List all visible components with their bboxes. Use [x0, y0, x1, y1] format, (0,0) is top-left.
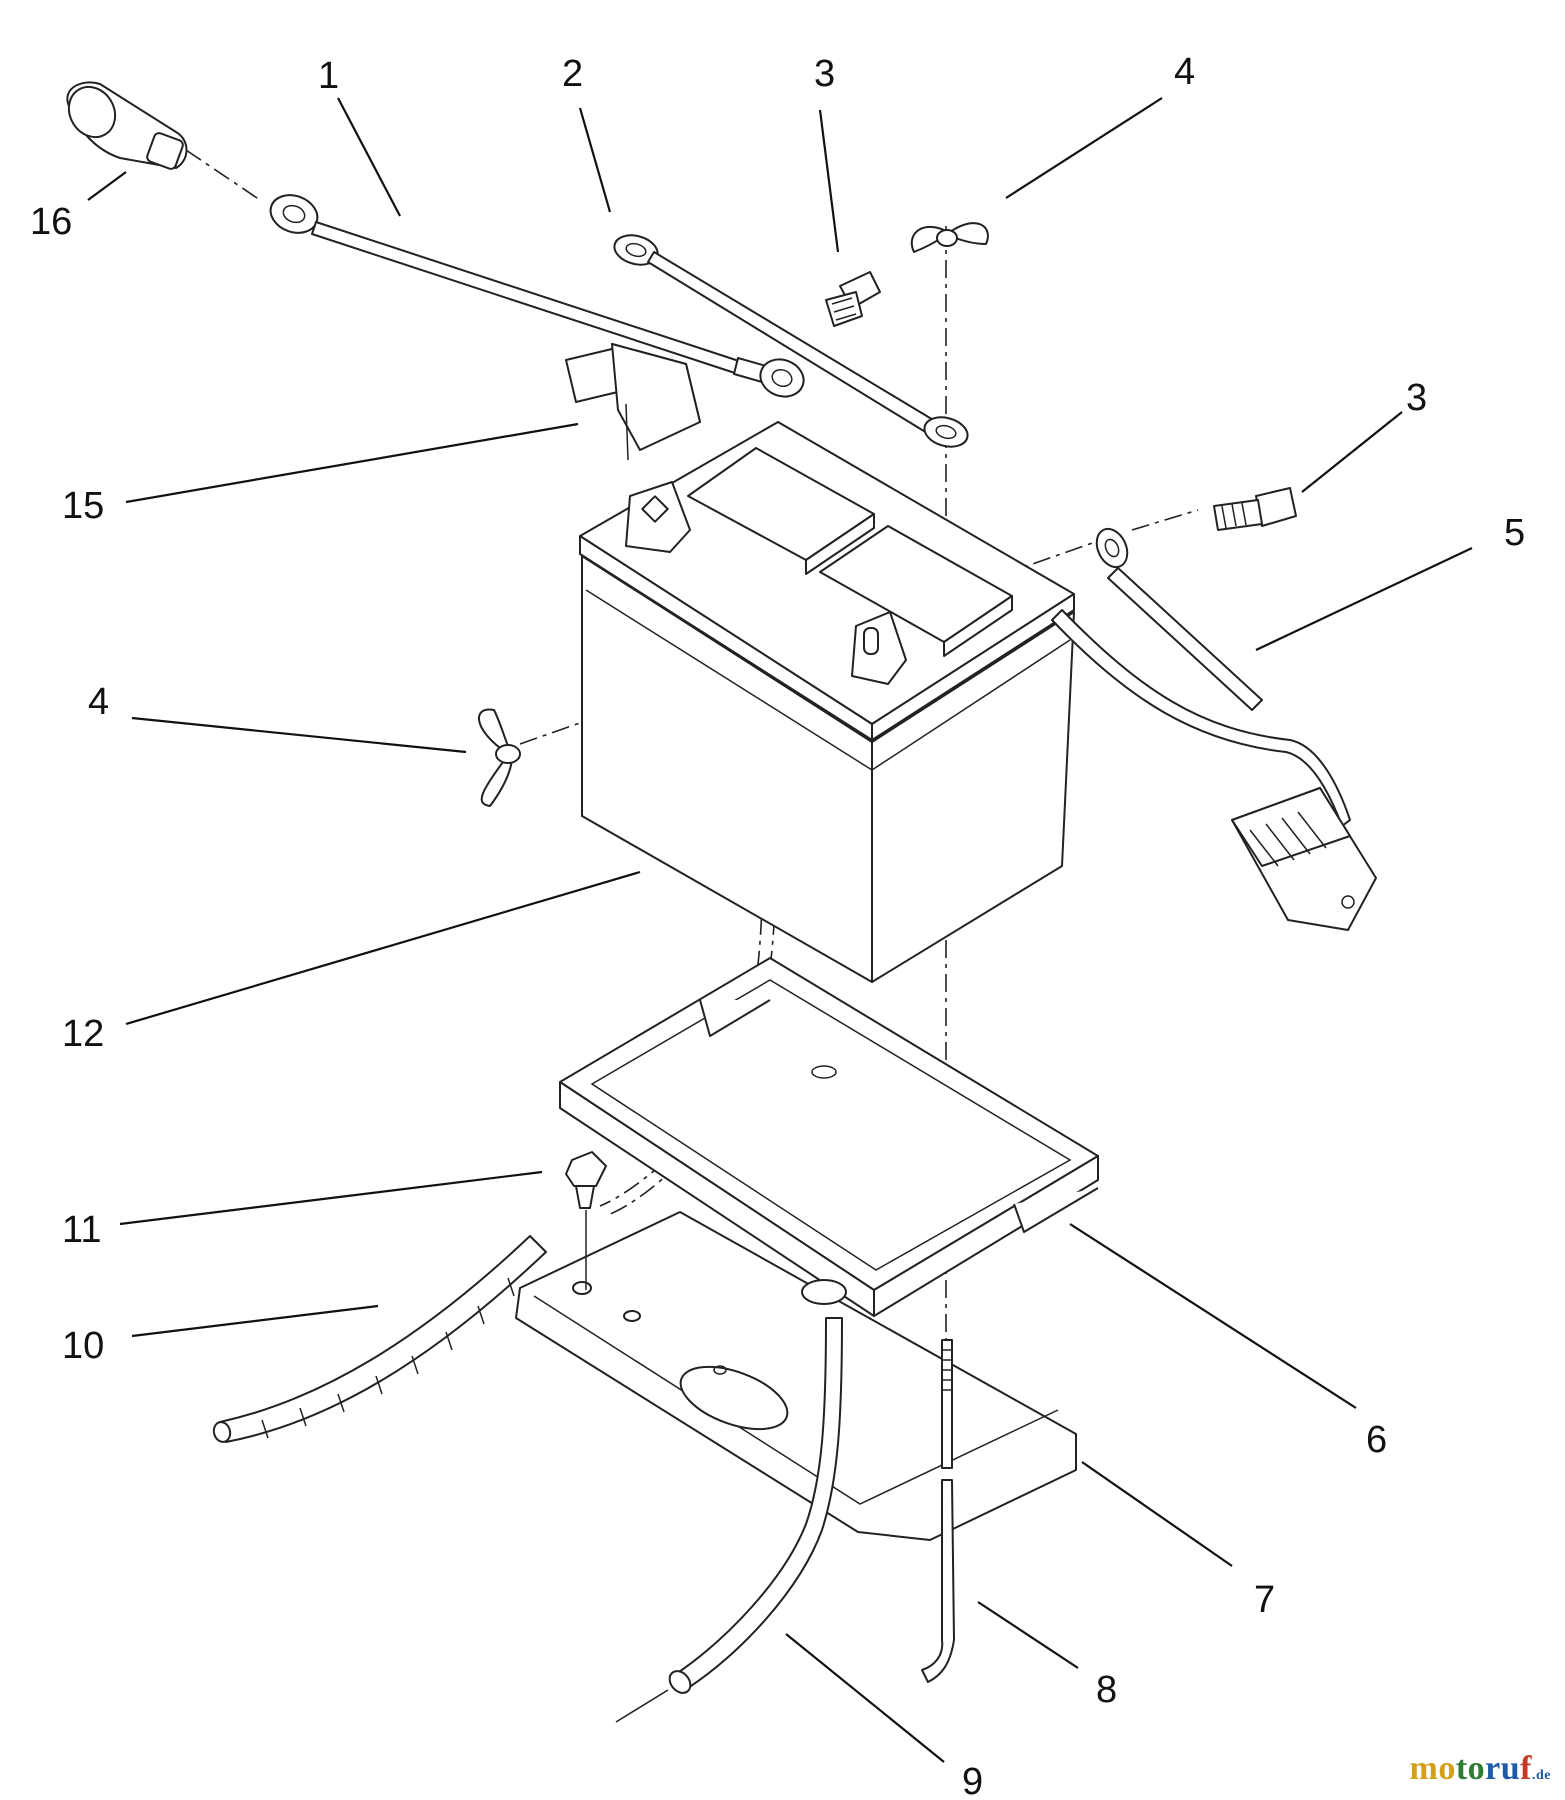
watermark-part-4: f: [1520, 1750, 1532, 1787]
callout-4-left: 4: [88, 681, 109, 723]
vent-tube: [615, 1317, 843, 1723]
callout-labels: 1 2 3 3 4 4 5 6 7 8 9 10 11 12 15 16: [30, 51, 1525, 1800]
motoruf-watermark: motoruf.de: [1410, 1750, 1551, 1788]
terminal-bolt-right: [1213, 487, 1297, 531]
callout-10: 10: [62, 1325, 104, 1367]
callout-5: 5: [1504, 512, 1525, 554]
callout-6: 6: [1366, 1419, 1387, 1461]
callout-16: 16: [30, 201, 72, 243]
tray-bolt: [565, 1151, 607, 1290]
watermark-part-3: ru: [1485, 1750, 1521, 1787]
battery-strap: [613, 234, 969, 448]
wing-nut-left: [478, 708, 521, 807]
mounting-plate: [515, 1211, 1077, 1541]
j-bolt: [921, 1339, 955, 1683]
protective-sleeve: [212, 1235, 547, 1443]
watermark-part-1: mo: [1409, 1750, 1456, 1787]
callout-8: 8: [1096, 1669, 1117, 1711]
negative-cable: [1095, 527, 1263, 711]
battery-tray: [559, 957, 1099, 1317]
positive-terminal-cover: [565, 343, 701, 461]
harness-connector: [1051, 609, 1377, 931]
callout-12: 12: [62, 1013, 104, 1055]
callout-3-top: 3: [814, 53, 835, 95]
battery: [579, 421, 1075, 983]
positive-cable: [269, 194, 805, 398]
callout-9: 9: [962, 1761, 983, 1800]
callout-1: 1: [318, 55, 339, 97]
terminal-boot: [66, 81, 188, 170]
watermark-part-2: to: [1455, 1750, 1486, 1787]
leader-lines: [87, 97, 1473, 1763]
callout-2: 2: [562, 53, 583, 95]
callout-4-top: 4: [1174, 51, 1195, 93]
wing-nut-top: [910, 222, 989, 253]
terminal-bolt-top: [825, 271, 881, 327]
callout-15: 15: [62, 485, 104, 527]
callout-11: 11: [62, 1209, 101, 1251]
callout-3-right: 3: [1406, 377, 1427, 419]
callout-7: 7: [1254, 1579, 1275, 1621]
watermark-tld: .de: [1532, 1768, 1551, 1783]
